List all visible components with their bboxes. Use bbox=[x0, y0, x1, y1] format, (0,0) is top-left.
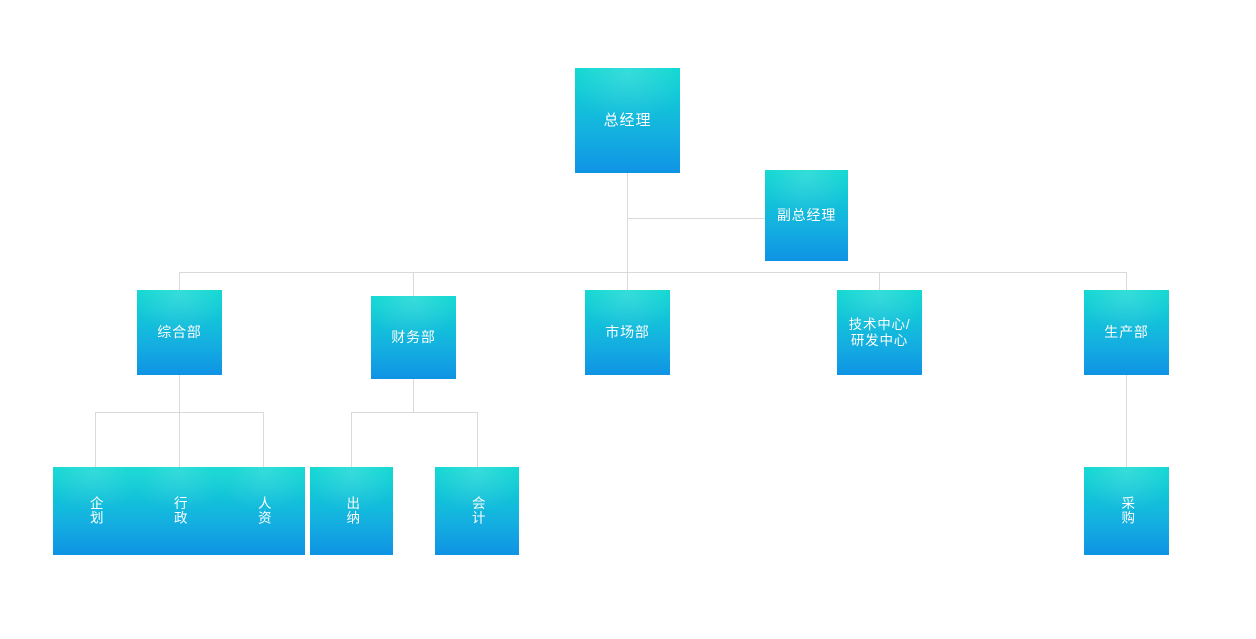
node-marketing-dept[interactable]: 市场部 bbox=[585, 290, 670, 375]
connector-gm-to-deputy bbox=[627, 218, 765, 219]
node-general-affairs-dept[interactable]: 综合部 bbox=[137, 290, 222, 375]
node-marketing-dept-label: 市场部 bbox=[605, 324, 650, 341]
node-procurement[interactable]: 采购 bbox=[1084, 467, 1169, 555]
node-tech-center-line1: 技术中心/ bbox=[848, 316, 911, 332]
connector-general-affairs-bus bbox=[95, 412, 263, 413]
node-general-manager[interactable]: 总经理 bbox=[575, 68, 680, 173]
connector-department-bus bbox=[179, 272, 1127, 273]
node-accounting[interactable]: 会计 bbox=[435, 467, 519, 555]
connector-gm-stem bbox=[627, 173, 628, 272]
connector-finance-bus bbox=[351, 412, 477, 413]
node-procurement-label: 采购 bbox=[1119, 496, 1135, 526]
connector-drop-planning bbox=[95, 412, 96, 467]
node-deputy-general-manager[interactable]: 副总经理 bbox=[765, 170, 848, 261]
connector-finance-stem bbox=[413, 379, 414, 412]
node-administration[interactable]: 行政 bbox=[137, 467, 221, 555]
node-finance-dept-label: 财务部 bbox=[391, 329, 436, 346]
connector-general-affairs-stem bbox=[179, 375, 180, 412]
connector-drop-accounting bbox=[477, 412, 478, 467]
connector-production-to-procurement bbox=[1126, 375, 1127, 467]
node-planning[interactable]: 企划 bbox=[53, 467, 137, 555]
node-production-dept-label: 生产部 bbox=[1104, 324, 1149, 341]
node-administration-label: 行政 bbox=[171, 496, 187, 526]
node-finance-dept[interactable]: 财务部 bbox=[371, 296, 456, 379]
connector-drop-cashier bbox=[351, 412, 352, 467]
connector-drop-human-resources bbox=[263, 412, 264, 467]
node-human-resources[interactable]: 人资 bbox=[221, 467, 305, 555]
connector-drop-marketing bbox=[627, 272, 628, 290]
node-cashier-label: 出纳 bbox=[344, 496, 360, 526]
node-deputy-general-manager-label: 副总经理 bbox=[776, 207, 837, 224]
node-human-resources-label: 人资 bbox=[255, 496, 271, 526]
connector-drop-general-affairs bbox=[179, 272, 180, 290]
connector-drop-production bbox=[1126, 272, 1127, 290]
connector-drop-tech-center bbox=[879, 272, 880, 290]
node-cashier[interactable]: 出纳 bbox=[310, 467, 393, 555]
connector-drop-administration bbox=[179, 412, 180, 467]
node-general-affairs-dept-label: 综合部 bbox=[157, 324, 202, 341]
node-production-dept[interactable]: 生产部 bbox=[1084, 290, 1169, 375]
node-tech-center[interactable]: 技术中心/研发中心 bbox=[837, 290, 922, 375]
node-accounting-label: 会计 bbox=[469, 496, 485, 526]
node-group-general-affairs-subunits: 企划 行政 人资 bbox=[53, 467, 305, 555]
node-tech-center-label: 技术中心/研发中心 bbox=[849, 317, 911, 349]
connector-drop-finance bbox=[413, 272, 414, 296]
node-tech-center-line2: 研发中心 bbox=[850, 332, 909, 348]
node-general-manager-label: 总经理 bbox=[603, 111, 652, 129]
node-planning-label: 企划 bbox=[87, 496, 103, 526]
